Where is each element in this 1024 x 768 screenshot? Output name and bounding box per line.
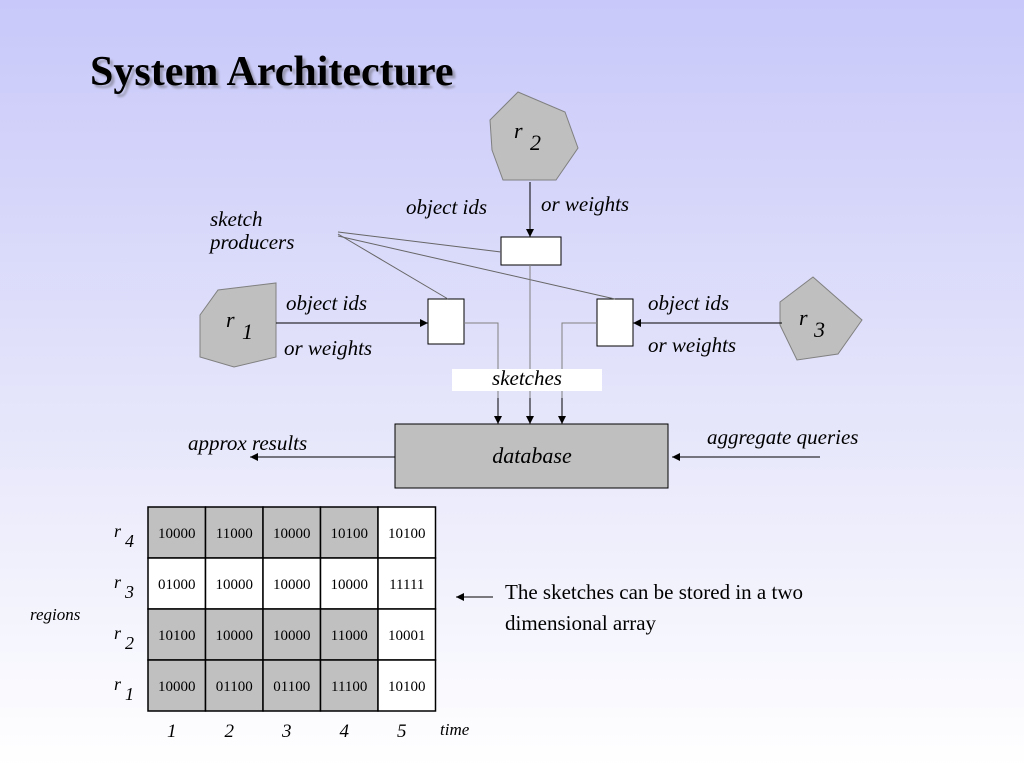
sketch-array: 10000 11000 10000 10100 10100 01000 10000 10000… [147,506,437,712]
label-top-or-weights: or weights [541,192,629,216]
region-r1-index: 1 [242,319,253,344]
region-node-r2: r 2 [489,91,579,181]
grid-cell [377,659,437,712]
grid-column-labels: 1 2 3 4 5 [167,721,407,742]
grid-cell [262,506,322,559]
database-label: database [492,443,572,468]
region-r2-index: 2 [530,130,541,155]
grid-cell-value: 10000 [273,628,311,644]
grid-cell-value: 11000 [331,628,368,644]
grid-cell [262,608,322,661]
grid-cell [204,608,264,661]
grid-cell [319,557,379,610]
sketch-producer-box-top [500,236,562,266]
grid-cell-value: 10000 [158,679,196,695]
label-right-object-ids: object ids [648,291,729,315]
label-aggregate-queries: aggregate queries [707,425,858,449]
grid-cell-value: 10000 [216,577,254,593]
label-left-or-weights: or weights [284,336,372,360]
sketch-producer-box-right [596,298,634,347]
label-approx-results: approx results [188,431,307,455]
grid-cell [262,659,322,712]
row-label-index: 3 [124,582,134,602]
row-label-letter: r [114,572,122,592]
array-note: The sketches can be stored in a two dime… [505,580,803,635]
column-label: 2 [225,721,235,742]
label-left-object-ids: object ids [286,291,367,315]
label-sketch: sketch [210,207,262,231]
label-producers: producers [208,230,294,254]
grid-cell-value: 10000 [331,577,369,593]
axis-label-regions: regions [30,605,81,624]
grid-cell [262,557,322,610]
region-r2-letter: r [514,118,523,143]
label-top-object-ids: object ids [406,195,487,219]
label-right-or-weights: or weights [648,333,736,357]
grid-cell-value: 10100 [158,628,196,644]
grid-cell-value: 01000 [158,577,196,593]
region-r3-letter: r [799,305,808,330]
grid-cell-value: 10000 [158,526,196,542]
grid-cell-value: 10100 [388,679,426,695]
row-label-letter: r [114,674,122,694]
grid-cell-value: 10001 [388,628,426,644]
axis-label-time: time [440,720,470,739]
column-label: 4 [340,721,350,742]
sketches-label-band [452,369,602,391]
row-label-index: 4 [125,531,134,551]
region-node-r3: r 3 [779,276,863,361]
grid-cell-value: 10100 [388,526,426,542]
column-label: 5 [397,721,407,742]
sketch-arrowheads [494,398,566,424]
column-label: 1 [167,721,177,742]
region-node-r1: r 1 [199,282,277,368]
grid-cell [319,506,379,559]
grid-cell [204,659,264,712]
sketch-producer-box-left [427,298,465,345]
region-r3-index: 3 [813,317,825,342]
slide-title: System Architecture [90,49,454,95]
grid-cell-value: 10100 [331,526,369,542]
grid-cell [377,506,437,559]
label-sketches: sketches [492,366,562,390]
row-label-index: 1 [125,684,134,704]
grid-cell-value: 11111 [389,577,424,593]
column-label: 3 [281,721,292,742]
grid-cell [204,557,264,610]
row-label-letter: r [114,521,122,541]
database-box [394,423,669,489]
row-label-letter: r [114,623,122,643]
grid-cell-value: 10000 [273,577,311,593]
region-r1-letter: r [226,307,235,332]
grid-cell-value: 01100 [273,679,310,695]
grid-cell-value: 10000 [273,526,311,542]
grid-cell-value: 11000 [216,526,253,542]
row-label-index: 2 [125,633,134,653]
grid-cell-value: 11100 [331,679,367,695]
grid-cell-value: 01100 [216,679,253,695]
grid-cell-value: 10000 [216,628,254,644]
sketch-producers-pointers [337,231,616,300]
